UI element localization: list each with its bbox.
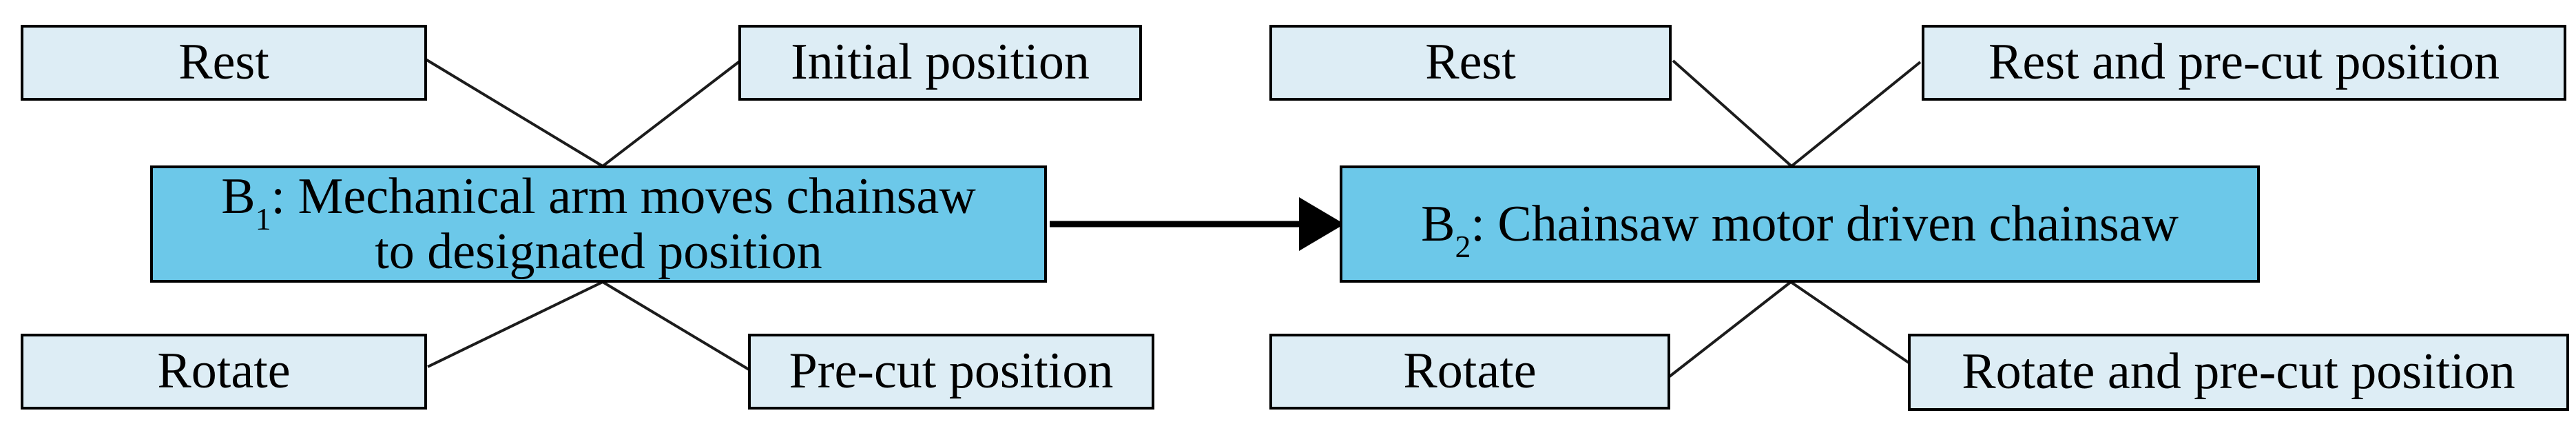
state-label: Rotate and pre-cut position: [1962, 343, 2515, 401]
connector-line: [427, 281, 603, 368]
behavior-b1-prefix: B: [221, 168, 256, 225]
connector-line: [424, 58, 604, 168]
state-box-rest-and-precut-position: Rest and pre-cut position: [1922, 25, 2566, 101]
behavior-b2-prefix: B: [1421, 196, 1455, 252]
connector-line: [601, 281, 751, 372]
state-label: Rotate: [157, 343, 291, 400]
behavior-b1-text: : Mechanical arm moves chainsaw: [271, 168, 976, 225]
connector-line: [1668, 281, 1792, 378]
state-box-rotate-left: Rotate: [21, 334, 427, 410]
state-label: Pre-cut position: [789, 343, 1114, 400]
state-box-initial-position: Initial position: [738, 25, 1142, 101]
state-label: Rest: [178, 34, 269, 91]
state-box-rest-left: Rest: [21, 25, 427, 101]
state-box-rotate-right: Rotate: [1269, 334, 1670, 410]
behavior-b1-subscript: 1: [255, 201, 271, 237]
behavior-box-b2: B2: Chainsaw motor driven chainsaw: [1340, 165, 2260, 283]
behavior-b1-line2: to designated position: [375, 223, 822, 280]
state-label: Initial position: [791, 34, 1090, 91]
state-label: Rotate: [1403, 343, 1537, 400]
connector-line: [1790, 61, 1922, 168]
connector-line: [1672, 59, 1793, 168]
state-box-rest-right: Rest: [1269, 25, 1672, 101]
behavior-b1-line1: B1: Mechanical arm moves chainsaw: [221, 168, 976, 234]
state-label: Rest and pre-cut position: [1988, 34, 2500, 91]
connector-line: [601, 59, 742, 168]
state-box-precut-position: Pre-cut position: [748, 334, 1154, 410]
state-label: Rest: [1425, 34, 1516, 91]
arrow-b1-to-b2: [1050, 197, 1344, 251]
behavior-b2-line: B2: Chainsaw motor driven chainsaw: [1421, 196, 2179, 262]
behavior-b2-subscript: 2: [1455, 229, 1471, 265]
connector-line: [1789, 281, 1912, 365]
behavior-box-b1: B1: Mechanical arm moves chainsaw to des…: [150, 165, 1047, 283]
behavior-b2-text: : Chainsaw motor driven chainsaw: [1471, 196, 2179, 252]
state-box-rotate-and-precut-position: Rotate and pre-cut position: [1908, 334, 2569, 411]
